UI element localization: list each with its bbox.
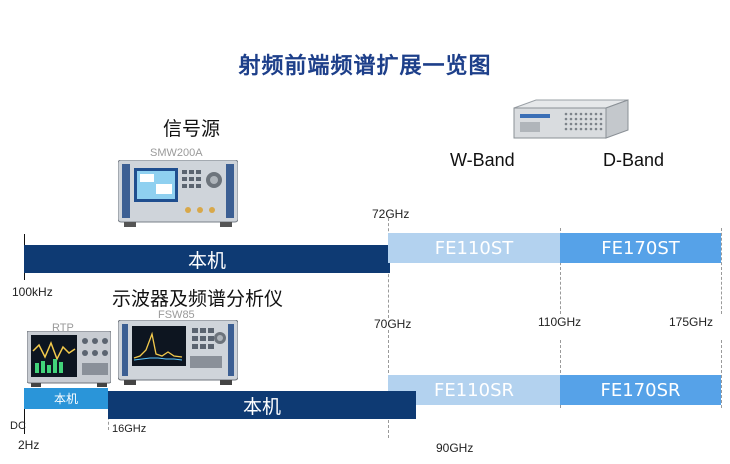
freq-110ghz-label: 110GHz [538, 315, 582, 329]
freq-90ghz-label: 90GHz [436, 441, 474, 455]
dc-label: DC [10, 420, 26, 432]
frequency-extender-image [513, 99, 629, 139]
signal-source-heading: 信号源 [163, 118, 221, 140]
marker-line-110ghz-upper [560, 228, 561, 314]
fe170st-bar: FE170ST [560, 233, 721, 263]
scope-mainframe-bar: 本机 [24, 388, 108, 409]
fe170sr-bar: FE170SR [560, 375, 721, 405]
signal-source-model: SMW200A [150, 147, 203, 159]
signal-generator-image [118, 160, 238, 227]
marker-line-dc [24, 406, 25, 434]
fe110st-bar: FE110ST [388, 233, 560, 263]
d-band-label: D-Band [603, 150, 665, 170]
spectrum-analyzer-image [118, 320, 238, 385]
oscilloscope-image [27, 331, 111, 387]
page-title: 射频前端频谱扩展一览图 [238, 54, 492, 79]
marker-line-110ghz-lower [560, 340, 561, 408]
signal-source-mainframe-bar: 本机 [24, 245, 390, 273]
freq-175ghz-label: 175GHz [669, 315, 714, 329]
marker-line-175ghz-lower [721, 340, 722, 408]
analyzer-heading: 示波器及频谱分析仪 [112, 288, 284, 310]
spectrum-analyzer-model: FSW85 [158, 309, 195, 321]
w-band-label: W-Band [450, 150, 515, 170]
marker-line-175ghz-upper [721, 228, 722, 314]
analyzer-mainframe-bar: 本机 [108, 391, 416, 419]
freq-100khz-label: 100kHz [12, 285, 53, 299]
freq-72ghz-label: 72GHz [372, 207, 410, 221]
freq-70ghz-label: 70GHz [374, 317, 412, 331]
fe110sr-bar: FE110SR [388, 375, 560, 405]
freq-16ghz-label: 16GHz [112, 423, 147, 435]
freq-2hz-label: 2Hz [18, 438, 40, 452]
